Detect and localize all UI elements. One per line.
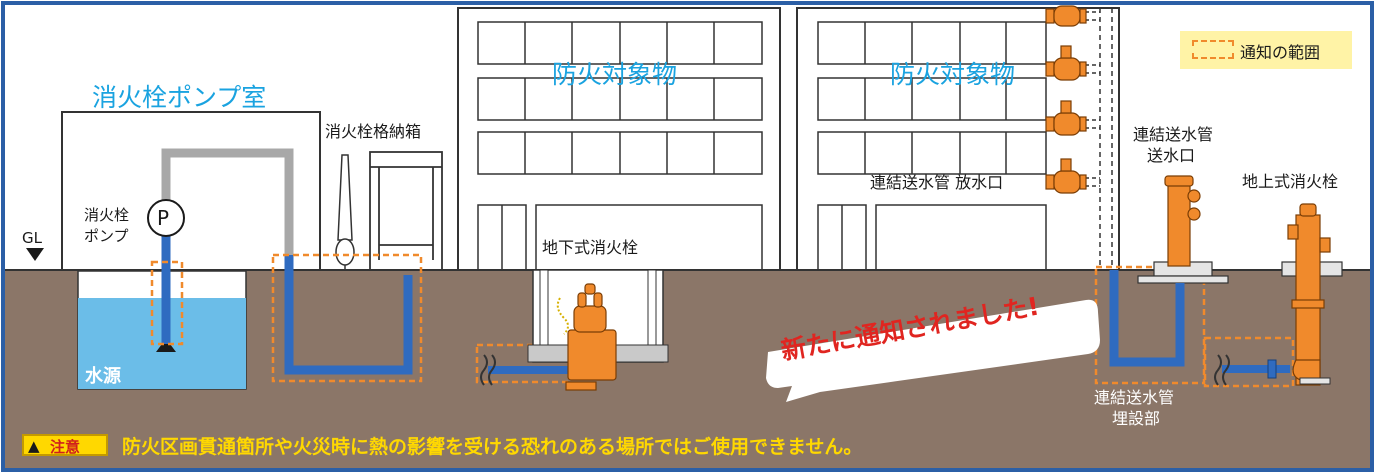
standpipe-buried-label-line2: 埋設部 [1112,409,1161,428]
building-left-title: 防火対象物 [552,60,678,89]
pump-label-line1: 消火栓 [84,206,130,224]
pipe-break-mark-right [1214,354,1230,386]
storage-box-label: 消火栓格納箱 [325,122,422,141]
warning-triangle-icon: ▲ [28,437,40,455]
hydrant-storage-box [369,151,443,271]
building-right-windows [817,21,1047,271]
legend-dashed-swatch [1192,40,1234,59]
warning-bar: ▲ 注意 防火区画貫通箇所や火災時に熱の影響を受ける恐れのある場所ではご使用でき… [12,426,1362,464]
warning-bar-bg [5,426,1370,466]
building-left-windows [477,21,763,271]
ground-level-arrow-icon [26,248,44,261]
notice-range-boxes [150,253,1295,388]
warning-badge-label: 注意 [50,438,81,456]
outlet-valves [1045,5,1087,194]
foot-valve [156,344,176,352]
ground-level-label: GL [22,229,42,247]
underground-hydrant [565,283,617,391]
standpipe-branch-lines [1085,11,1100,187]
pump-room [61,111,321,271]
warning-message: 防火区画貫通箇所や火災時に熱の影響を受ける恐れのある場所ではご使用できません。 [122,436,863,458]
new-notice-bubble [766,299,1100,402]
underground-hydrant-label: 地下式消火栓 [542,238,639,257]
legend-label: 通知の範囲 [1240,43,1321,62]
standpipe-inlet-label-line2: 送水口 [1147,146,1196,165]
legend: 通知の範囲 [1180,31,1352,69]
building-right-title: 防火対象物 [890,60,1016,89]
buried-pipe-u [284,255,413,375]
pipe-break-mark-left [480,354,496,386]
standpipe-riser [1099,8,1113,270]
pump-label-line2: ポンプ [84,227,129,245]
hose-nozzle [335,154,355,270]
standpipe-buried-label-line1: 連結送水管 [1094,388,1175,407]
standpipe-outlet-label: 連結送水管 放水口 [870,173,1004,192]
above-ground-hydrant [1281,203,1343,386]
pump-symbol: P [157,206,170,230]
water-source-label: 水源 [85,366,121,387]
standpipe-inlet-label-line1: 連結送水管 [1133,125,1214,144]
pump-discharge-pipe [161,148,294,260]
above-ground-hydrant-label: 地上式消火栓 [1242,172,1339,191]
pump-circle [147,199,185,237]
standpipe-buried-pipe [1109,270,1185,367]
pump-room-title: 消火栓ポンプ室 [92,83,267,112]
standpipe-inlet [1137,175,1229,284]
warning-badge: ▲ 注意 [22,434,108,456]
